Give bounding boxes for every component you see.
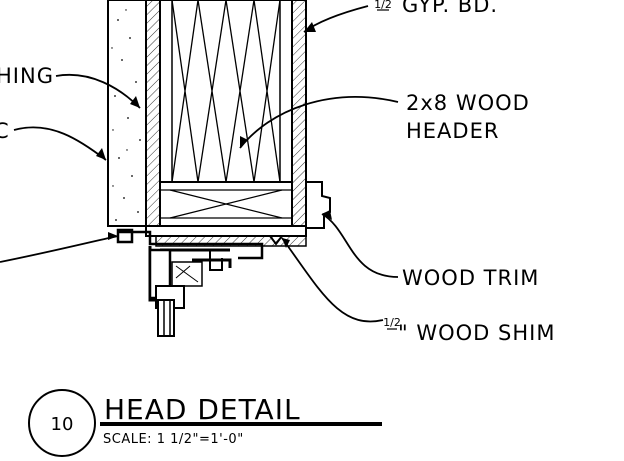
leader-shim (281, 237, 384, 323)
leader-trim (321, 213, 399, 278)
detail-title: HEAD DETAIL (104, 393, 301, 426)
detail-title-block: 10 HEAD DETAIL SCALE: 1 1/2"=1'-0" (28, 389, 382, 457)
shim-fraction: 1/2 (383, 316, 401, 329)
sheathing-strip (145, 0, 161, 227)
window-frame (116, 228, 264, 337)
sheathing-label: HING (0, 64, 54, 88)
head-sill (145, 225, 307, 247)
partial-label: C (0, 119, 10, 143)
detail-scale: SCALE: 1 1/2"=1'-0" (103, 432, 244, 447)
gyp-label: GYP. BD. (402, 0, 498, 17)
stucco-layer (107, 0, 147, 227)
detail-number-bubble (28, 389, 96, 457)
header-label-line2: HEADER (406, 119, 499, 143)
wood-trim-profile (306, 181, 331, 229)
wood-header (159, 0, 293, 227)
leader-header (239, 96, 399, 149)
gyp-board (291, 0, 307, 227)
wood-shim-label: " WOOD SHIM (398, 321, 555, 345)
leader-c (13, 126, 107, 161)
header-label-line1: 2x8 WOOD (406, 91, 530, 115)
detail-number: 10 (51, 414, 74, 435)
arrowheads (96, 22, 332, 248)
wood-trim-label: WOOD TRIM (402, 266, 539, 290)
gyp-fraction: 1/2 (374, 0, 392, 11)
leader-left (0, 235, 119, 263)
